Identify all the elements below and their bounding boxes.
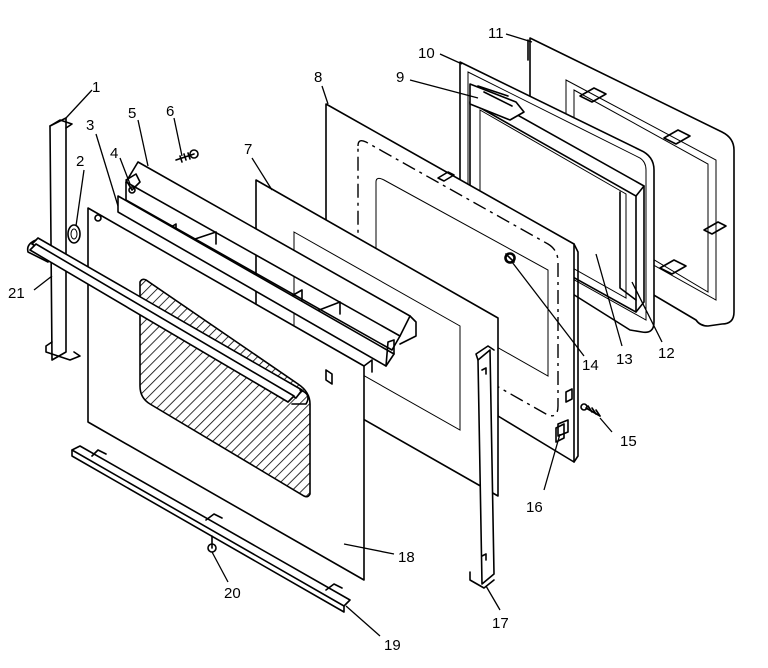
leader-17 [485, 585, 501, 611]
leader-21 [33, 275, 53, 291]
callout-12: 12 [658, 345, 675, 362]
leader-18 [343, 543, 395, 555]
leader-4 [119, 157, 131, 185]
part-17-right-side-trim [469, 345, 495, 589]
leader-11 [505, 33, 533, 43]
callout-18: 18 [398, 549, 415, 566]
callout-2: 2 [76, 153, 84, 170]
part-1-left-side-trim [45, 117, 81, 361]
leader-14 [511, 261, 585, 357]
callout-7: 7 [244, 141, 252, 158]
callout-6: 6 [166, 103, 174, 120]
part-2-bumper [67, 224, 81, 244]
callout-5: 5 [128, 105, 136, 122]
callout-21: 21 [8, 285, 25, 302]
leader-8 [321, 85, 329, 105]
leader-3 [95, 133, 119, 207]
leader-12 [631, 281, 663, 343]
callout-8: 8 [314, 69, 322, 86]
part-15-screw [580, 403, 601, 417]
leader-15 [599, 417, 613, 433]
part-21-door-handle [26, 237, 309, 405]
leader-19 [345, 605, 381, 637]
leader-6 [173, 117, 183, 157]
part-16-hinge-receptacle [555, 423, 565, 443]
leader-20 [211, 551, 229, 583]
leader-5 [137, 119, 149, 167]
callout-labels: 1 2 3 4 5 6 7 8 9 10 11 12 13 14 15 16 1… [8, 25, 675, 654]
leader-1 [65, 89, 93, 119]
callout-19: 19 [384, 637, 401, 654]
part-9-window-spacer [469, 83, 525, 121]
leader-10 [439, 53, 463, 65]
callout-17: 17 [492, 615, 509, 632]
leader-9 [409, 79, 479, 99]
callout-1: 1 [92, 79, 100, 96]
callout-13: 13 [616, 351, 633, 368]
leader-16 [543, 433, 561, 491]
part-4-clip [125, 173, 141, 194]
part-19-bottom-trim [71, 445, 351, 613]
callout-9: 9 [396, 69, 404, 86]
part-13-window-glass-pack [469, 93, 645, 313]
part-5-vent-trim [125, 161, 417, 351]
callout-15: 15 [620, 433, 637, 450]
leader-13 [595, 253, 623, 347]
callout-11: 11 [488, 25, 504, 42]
part-6-screw [175, 149, 199, 163]
callout-10: 10 [418, 45, 435, 62]
part-3-vent-guide [117, 195, 395, 367]
part-14-screw [504, 252, 516, 264]
leader-7 [251, 157, 273, 191]
callout-3: 3 [86, 117, 94, 134]
leader-2 [75, 169, 85, 227]
leader-lines [33, 33, 663, 637]
callout-14: 14 [582, 357, 599, 374]
callout-20: 20 [224, 585, 241, 602]
callout-16: 16 [526, 499, 543, 516]
callout-4: 4 [110, 145, 118, 162]
